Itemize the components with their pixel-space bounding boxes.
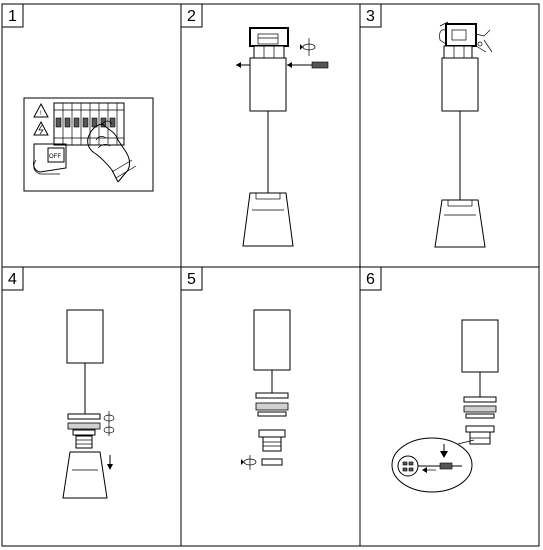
step-5-number: 5 (187, 271, 196, 288)
step-5-number-box (180, 266, 203, 291)
step-3-number: 3 (366, 8, 375, 25)
step-2-number-box (180, 3, 203, 28)
arrow-left-icon (236, 62, 250, 68)
step-1-number-box (1, 3, 24, 28)
bulb-socket-detail (391, 437, 475, 493)
rotate-icon (103, 411, 115, 436)
rotate-icon (300, 38, 316, 56)
step-6-panel: 6 (359, 266, 499, 493)
svg-text:!: ! (40, 111, 42, 117)
step-6-number-box (359, 266, 382, 291)
step-2-number: 2 (187, 8, 196, 25)
step-4-panel: 4 (1, 266, 115, 499)
wire-connector-icon (475, 39, 493, 53)
ceiling-canopy (249, 27, 289, 59)
step-6-number: 6 (366, 271, 375, 288)
rotate-icon (241, 455, 257, 470)
arrow-down-icon (107, 455, 113, 470)
circuit-breaker-bank (53, 102, 125, 146)
warning-icon: ! (33, 102, 49, 118)
step-1-panel: 1 ! (1, 3, 154, 192)
breaker-illustration: ! (23, 97, 154, 192)
switch-off-label: OFF (49, 154, 61, 160)
step-2-panel: 2 (180, 3, 329, 247)
step-4-number-box (1, 266, 24, 291)
hand-icon (87, 120, 137, 183)
step-5-panel: 5 (180, 266, 291, 470)
electric-hazard-icon (33, 120, 49, 136)
lamp-assembly-6 (461, 319, 499, 445)
step-4-number: 4 (8, 271, 17, 288)
step-3-panel: 3 (359, 3, 493, 248)
lamp-disassembly-4 (62, 309, 108, 499)
lamp-pendant-2 (242, 57, 294, 247)
main-switch: OFF (33, 143, 67, 175)
lamp-disassembly-5 (253, 309, 291, 466)
arrow-down-icon (440, 444, 448, 458)
screwdriver-icon (287, 61, 329, 69)
arrow-left-icon (422, 467, 436, 473)
step-3-number-box (359, 3, 382, 28)
lamp-pendant-3 (434, 57, 486, 248)
ceiling-canopy-wired (439, 21, 491, 59)
step-1-number: 1 (8, 8, 17, 25)
